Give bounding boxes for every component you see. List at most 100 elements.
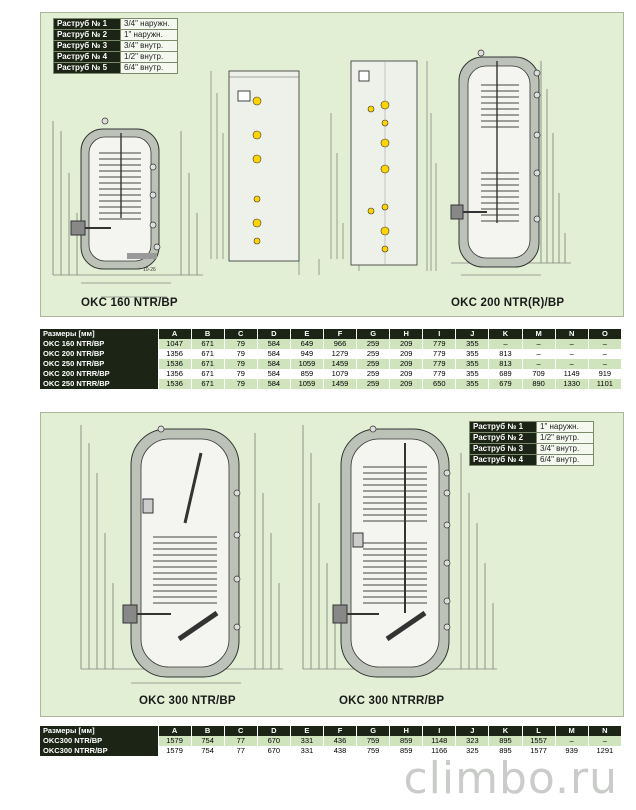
table-header-cell: F	[323, 726, 358, 736]
row-model-name: OKC 250 NTRR/BP	[40, 379, 159, 389]
table-cell: 584	[257, 369, 291, 379]
table-cell: 1079	[323, 369, 358, 379]
table-header-cell: G	[356, 726, 391, 736]
table-cell: 584	[257, 359, 291, 369]
table-cell: 779	[422, 359, 457, 369]
table-cell: –	[555, 339, 589, 349]
table-cell: 671	[191, 339, 225, 349]
table-cell: –	[588, 359, 623, 369]
table-cell: 1059	[290, 379, 324, 389]
row-model-name: OKC300 NTRR/BP	[40, 746, 159, 756]
table-cell: 649	[290, 339, 324, 349]
table-cell: 813	[488, 349, 523, 359]
table-header-cell: M	[522, 329, 556, 339]
table-cell: 754	[191, 746, 225, 756]
diagram-okc160: 10-26	[52, 117, 203, 298]
table-cell: 813	[488, 359, 523, 369]
model-label-okc300r: OKC 300 NTRR/BP	[339, 695, 445, 707]
table-cell: 1579	[158, 736, 192, 746]
table-cell: 859	[389, 736, 424, 746]
table-cell: 79	[224, 369, 258, 379]
table-cell: 355	[455, 369, 490, 379]
table-cell: 1579	[158, 746, 192, 756]
table-cell: 1148	[422, 736, 457, 746]
table-cell: 1166	[422, 746, 457, 756]
table-cell: 79	[224, 349, 258, 359]
table-cell: –	[522, 359, 556, 369]
dim-label: 10-26	[143, 267, 156, 273]
watermark: climbo.ru	[403, 753, 618, 804]
table-cell: 1149	[555, 369, 589, 379]
table-cell: 689	[488, 369, 523, 379]
table-cell: 584	[257, 379, 291, 389]
table-header-cell: Размеры [мм]	[40, 329, 159, 339]
table-header-cell: K	[488, 329, 523, 339]
table-header-cell: C	[224, 726, 258, 736]
table-header-cell: A	[158, 329, 192, 339]
table-cell: –	[522, 349, 556, 359]
table-cell: 1291	[588, 746, 623, 756]
table-cell: 895	[488, 746, 523, 756]
model-label-okc200: OKC 200 NTR(R)/BP	[451, 297, 565, 309]
table-cell: 259	[356, 339, 391, 349]
table-cell: 671	[191, 359, 225, 369]
table-cell: 79	[224, 379, 258, 389]
model-label-okc300: OKC 300 NTR/BP	[139, 695, 236, 707]
row-model-name: OKC300 NTR/BP	[40, 736, 159, 746]
diagram-okc300	[80, 425, 283, 684]
table-header-cell: H	[389, 726, 424, 736]
row-model-name: OKC 250 NTR/BP	[40, 359, 159, 369]
table-cell: 759	[356, 736, 391, 746]
table-header-cell: I	[422, 726, 457, 736]
table-cell: 679	[488, 379, 523, 389]
table-header-cell: M	[555, 726, 589, 736]
table-cell: –	[588, 736, 623, 746]
table-cell: 949	[290, 349, 324, 359]
table-cell: 1356	[158, 369, 192, 379]
table-cell: 1459	[323, 379, 358, 389]
table-header-cell: E	[290, 726, 324, 736]
table-header-cell: N	[555, 329, 589, 339]
table-cell: 650	[422, 379, 457, 389]
table-cell: 1047	[158, 339, 192, 349]
table-cell: 1330	[555, 379, 589, 389]
table-cell: 966	[323, 339, 358, 349]
table-header-cell: H	[389, 329, 424, 339]
table-cell: 890	[522, 379, 556, 389]
table-cell: 259	[356, 379, 391, 389]
table-cell: –	[555, 349, 589, 359]
table-cell: 1059	[290, 359, 324, 369]
table-cell: –	[555, 736, 589, 746]
table-cell: 671	[191, 369, 225, 379]
table-header-cell: O	[588, 329, 623, 339]
table-cell: 355	[455, 379, 490, 389]
table-header-cell: N	[588, 726, 623, 736]
table-cell: 939	[555, 746, 589, 756]
table-header-cell: B	[191, 726, 225, 736]
table-cell: –	[588, 339, 623, 349]
table-cell: 438	[323, 746, 358, 756]
table-cell: 259	[356, 359, 391, 369]
table-cell: 670	[257, 736, 291, 746]
table-cell: 209	[389, 379, 424, 389]
table-header-cell: I	[422, 329, 457, 339]
table-header-cell: C	[224, 329, 258, 339]
table-cell: 77	[224, 746, 258, 756]
table-cell: 584	[257, 339, 291, 349]
table-cell: 779	[422, 349, 457, 359]
row-model-name: OKC 200 NTRR/BP	[40, 369, 159, 379]
